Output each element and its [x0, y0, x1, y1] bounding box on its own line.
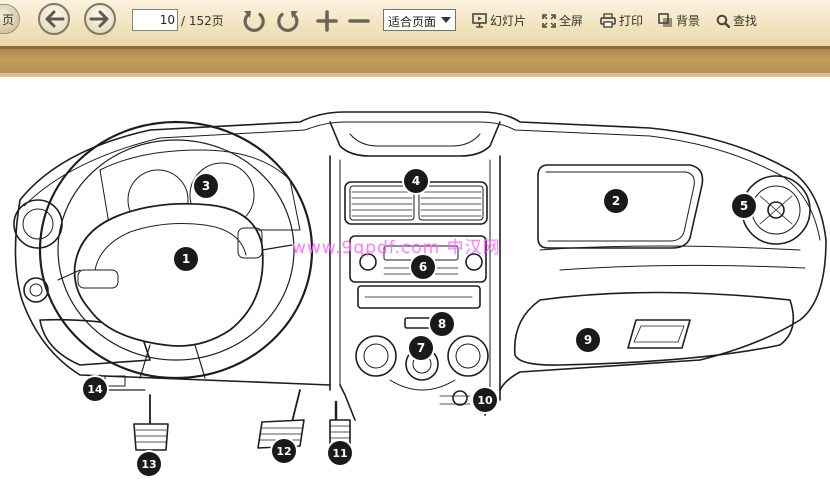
fullscreen-button[interactable]: 全屏 — [542, 12, 583, 29]
rotate-left-icon — [243, 11, 265, 32]
slideshow-button[interactable]: 幻灯片 — [472, 12, 526, 29]
callout-2: 2 — [604, 189, 628, 213]
page-tab-label: 页 — [1, 12, 14, 27]
callout-3: 3 — [194, 174, 218, 198]
page-total: / 152页 — [181, 14, 224, 28]
callout-10: 10 — [473, 388, 497, 412]
fullscreen-icon — [542, 13, 556, 28]
search-label: 查找 — [733, 14, 758, 28]
print-label: 打印 — [619, 14, 644, 28]
dashboard-illustration — [13, 111, 827, 451]
callout-13: 13 — [137, 452, 161, 476]
zoom-select-value: 适合页面 — [388, 15, 437, 29]
callout-1: 1 — [174, 247, 198, 271]
page-number-input[interactable]: 10 — [132, 9, 178, 31]
callout-5: 5 — [732, 194, 756, 218]
print-button[interactable]: 打印 — [600, 12, 643, 29]
callout-12: 12 — [272, 439, 296, 463]
search-icon — [716, 14, 730, 28]
background-button[interactable]: 背景 — [658, 12, 700, 29]
zoom-in-button[interactable] — [314, 8, 340, 34]
printer-icon — [600, 13, 616, 28]
slideshow-label: 幻灯片 — [490, 14, 527, 28]
callout-8: 8 — [430, 312, 454, 336]
forward-button[interactable] — [84, 3, 116, 35]
rotate-right-icon — [277, 11, 299, 32]
page-tab[interactable]: 页 — [0, 4, 20, 34]
background-label: 背景 — [676, 14, 701, 28]
callout-4: 4 — [404, 169, 428, 193]
search-button[interactable]: 查找 — [716, 12, 757, 29]
fullscreen-label: 全屏 — [559, 14, 584, 28]
toolbar: 页 10 / 152页 适合页面 — [0, 0, 830, 46]
rotate-left-button[interactable] — [240, 7, 268, 35]
slideshow-icon — [472, 13, 487, 28]
arrow-left-icon — [45, 10, 65, 28]
arrow-right-icon — [89, 10, 109, 28]
rotate-right-button[interactable] — [274, 7, 302, 35]
callout-11: 11 — [328, 441, 352, 465]
minus-icon — [348, 19, 370, 23]
callout-6: 6 — [411, 255, 435, 279]
zoom-out-button[interactable] — [346, 8, 372, 34]
callout-14: 14 — [83, 377, 107, 401]
callout-7: 7 — [409, 336, 433, 360]
plus-icon — [316, 10, 338, 32]
zoom-select[interactable]: 适合页面 — [383, 9, 456, 31]
chevron-down-icon — [441, 17, 451, 23]
callout-9: 9 — [576, 328, 600, 352]
back-button[interactable] — [38, 3, 70, 35]
background-icon — [658, 13, 672, 27]
watermark-text: www.9qpdf.com 中汉网 — [292, 238, 501, 258]
toolbar-divider-band — [0, 46, 830, 77]
